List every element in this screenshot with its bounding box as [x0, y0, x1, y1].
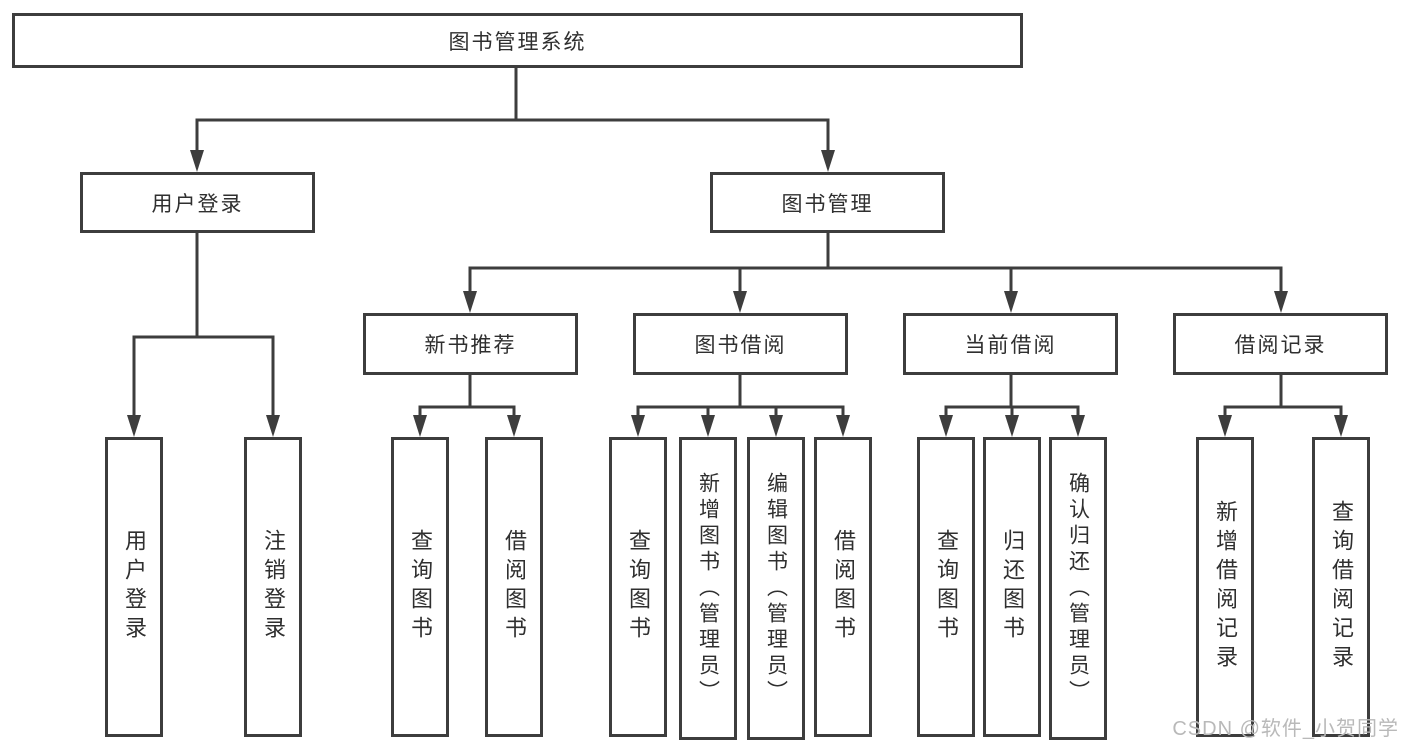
leaf-borrowing-edit-books-admin: 编辑图书（管理员）	[747, 437, 805, 740]
leaf-user-login: 用户登录	[105, 437, 163, 737]
leaf-records-add-record: 新增借阅记录	[1196, 437, 1254, 737]
leaf-recommend-query-books: 查询图书	[391, 437, 449, 737]
node-root: 图书管理系统	[12, 13, 1023, 68]
leaf-borrowing-query-books: 查询图书	[609, 437, 667, 737]
node-user-login: 用户登录	[80, 172, 315, 233]
node-book-management: 图书管理	[710, 172, 945, 233]
csdn-watermark: CSDN @软件_小贺同学	[1172, 718, 1399, 740]
node-new-book-recommendation: 新书推荐	[363, 313, 578, 375]
leaf-borrowing-add-books-admin: 新增图书（管理员）	[679, 437, 737, 740]
leaf-recommend-borrow-books: 借阅图书	[485, 437, 543, 737]
leaf-current-query-books: 查询图书	[917, 437, 975, 737]
leaf-logout: 注销登录	[244, 437, 302, 737]
leaf-current-confirm-return-admin: 确认归还（管理员）	[1049, 437, 1107, 740]
leaf-borrowing-borrow-books: 借阅图书	[814, 437, 872, 737]
leaf-current-return-books: 归还图书	[983, 437, 1041, 737]
node-current-borrowing: 当前借阅	[903, 313, 1118, 375]
leaf-records-query-record: 查询借阅记录	[1312, 437, 1370, 737]
node-borrowing-records: 借阅记录	[1173, 313, 1388, 375]
node-book-borrowing: 图书借阅	[633, 313, 848, 375]
